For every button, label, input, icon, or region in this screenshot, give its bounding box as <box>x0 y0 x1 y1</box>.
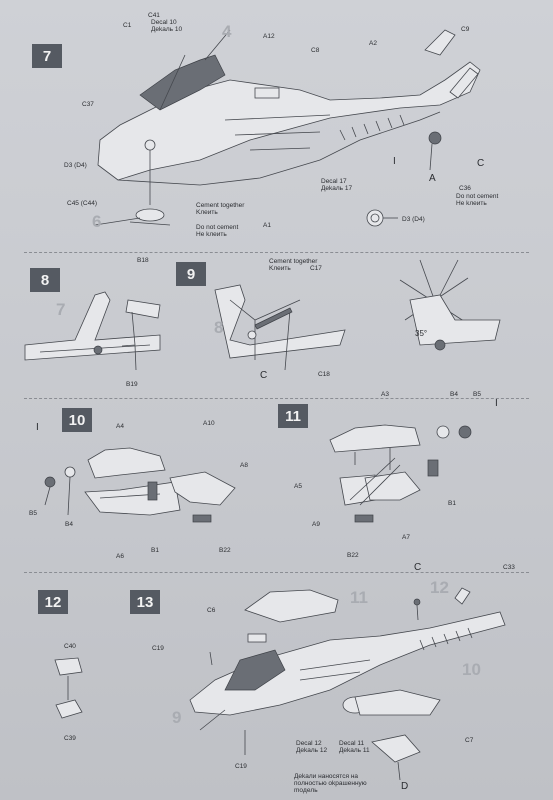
part-label-d3-d4: D3 (D4) <box>64 162 87 169</box>
rotor-angle-label: 35° <box>415 329 428 338</box>
step7-drawing <box>94 29 481 227</box>
part-label-c17: C17 <box>310 265 322 272</box>
ghost-number-4: 4 <box>222 22 232 41</box>
part-label-a12: A12 <box>263 33 275 40</box>
ghost-number-12: 12 <box>430 578 449 597</box>
part-label-b1-10: B1 <box>151 547 159 554</box>
part-label-c41: C41 <box>148 12 160 19</box>
part-label-b5-10: B5 <box>29 510 37 517</box>
part-label-c8: C8 <box>311 47 320 54</box>
part-label-c18: C18 <box>318 371 330 378</box>
part-label-c33: C33 <box>503 564 515 571</box>
part-label-d3-d4-b: D3 (D4) <box>402 216 425 223</box>
ghost-number-10: 10 <box>462 660 481 679</box>
part-label-a2: A2 <box>369 40 377 47</box>
decal-10-label-ru: Деkaль 10 <box>151 26 183 33</box>
step-9-badge: 9 <box>176 262 206 286</box>
step-8-badge: 8 <box>30 268 60 292</box>
part-label-a9: A9 <box>312 521 320 528</box>
assembly-mark-c-9: C <box>260 370 268 381</box>
cement-together-label-ru: Kлeить <box>196 209 218 216</box>
part-label-c19-bottom: C19 <box>235 763 247 770</box>
cement-together-label: Cement together <box>196 202 245 209</box>
step10-drawing <box>44 447 236 523</box>
ghost-number-9: 9 <box>172 708 182 727</box>
part-label-b4-10: B4 <box>65 521 73 528</box>
decal-12-label: Decal 12 <box>296 740 322 747</box>
ghost-number-6: 6 <box>92 212 102 231</box>
part-label-b22-10: B22 <box>219 547 231 554</box>
part-label-b18: B18 <box>137 257 149 264</box>
assembly-mark-d-13: D <box>401 781 409 792</box>
part-label-a5: A5 <box>294 483 302 490</box>
part-label-b5-11: B5 <box>473 391 481 398</box>
step8-drawing <box>24 291 161 371</box>
decal-12-label-ru: Деkaль 12 <box>296 747 328 754</box>
part-label-a6: A6 <box>116 553 124 560</box>
part-label-c7: C7 <box>465 737 474 744</box>
part-label-c19-top: C19 <box>152 645 164 652</box>
part-label-c1: C1 <box>123 22 132 29</box>
part-label-a1: A1 <box>263 222 271 229</box>
decal-note-ru-2: пoлнocтью okpaшeнную <box>294 780 367 787</box>
step-10-badge: 10 <box>62 408 92 432</box>
step9-drawing <box>214 259 501 371</box>
step-13-badge: 13 <box>130 590 160 614</box>
part-label-a3: A3 <box>381 391 389 398</box>
part-label-a10: A10 <box>203 420 215 427</box>
do-not-cement-label-ru: He kлeить <box>196 231 227 238</box>
assembly-mark-c: C <box>477 158 485 169</box>
step12-drawing <box>54 657 83 719</box>
step-7-badge: 7 <box>32 44 62 68</box>
ghost-number-11: 11 <box>350 588 368 607</box>
part-label-c6: C6 <box>207 607 216 614</box>
part-label-a4: A4 <box>116 423 124 430</box>
cement-together-label-9-ru: Kлeить <box>269 265 291 272</box>
separator-2 <box>24 398 529 399</box>
do-not-cement-label: Do not cement <box>196 224 239 231</box>
part-label-b4-11: B4 <box>450 391 458 398</box>
cement-together-label-9: Cement together <box>269 258 318 265</box>
part-label-b22-11: B22 <box>347 552 359 559</box>
part-label-c45-c44: C45 (C44) <box>67 200 97 207</box>
decal-note-ru-3: moдeль <box>294 787 318 794</box>
decal-10-label: Decal 10 <box>151 19 177 26</box>
part-label-b19: B19 <box>126 381 138 388</box>
step-12-badge: 12 <box>38 590 68 614</box>
ghost-number-8: 8 <box>214 318 224 337</box>
separator-3 <box>24 572 529 573</box>
decal-11-label: Decal 11 <box>339 740 365 747</box>
part-label-c37: C37 <box>82 101 94 108</box>
decal-note-ru-1: Деkaли нaнocятcя нa <box>294 773 359 780</box>
c36-do-not-cement-ru: He kлeить <box>456 200 487 207</box>
assembly-mark-i-11: I <box>495 398 498 409</box>
part-label-c40: C40 <box>64 643 76 650</box>
part-label-b1-11: B1 <box>448 500 456 507</box>
decal-17-label-ru: Деkaль 17 <box>321 185 353 192</box>
step11-drawing <box>329 424 472 523</box>
assembly-mark-i-10: I <box>36 422 39 433</box>
decal-17-label: Decal 17 <box>321 178 347 185</box>
decal-11-label-ru: Деkaль 11 <box>339 747 370 754</box>
part-label-a7: A7 <box>402 534 410 541</box>
ghost-number-7: 7 <box>56 300 66 319</box>
assembly-mark-a: A <box>429 173 436 184</box>
separator-1 <box>24 252 529 253</box>
part-label-a8: A8 <box>240 462 248 469</box>
step13-drawing <box>189 587 506 781</box>
assembly-mark-i: I <box>393 156 396 167</box>
c36-do-not-cement: Do not cement <box>456 193 499 200</box>
part-label-c39: C39 <box>64 735 76 742</box>
step-11-badge: 11 <box>278 404 308 428</box>
part-label-c36: C36 <box>459 185 471 192</box>
assembly-mark-c-13: C <box>414 562 422 573</box>
part-label-c9: C9 <box>461 26 470 33</box>
